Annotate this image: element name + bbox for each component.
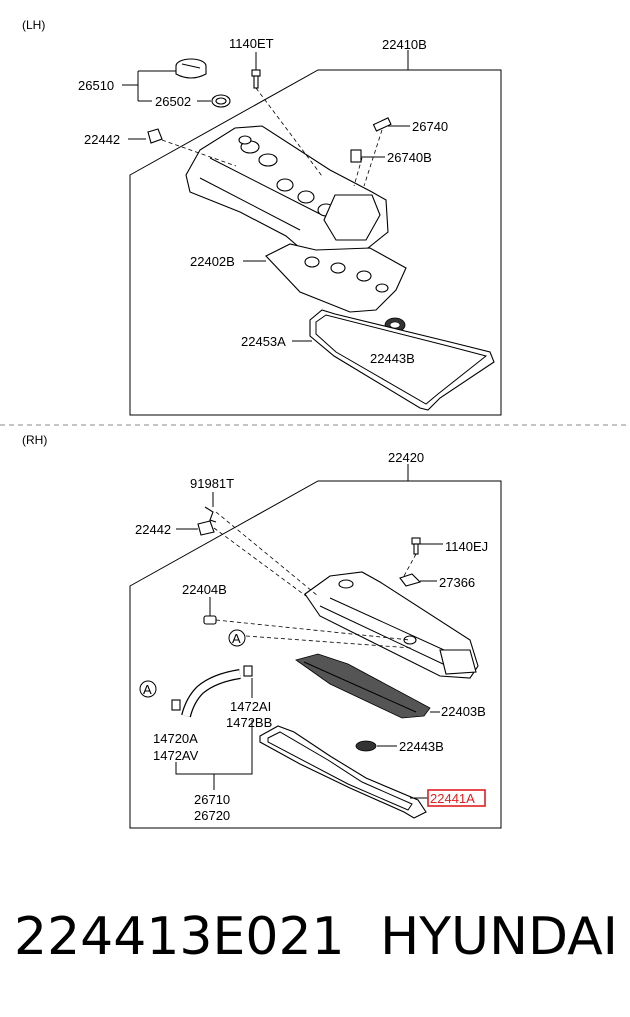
bracket-27366: [399, 573, 437, 587]
gasket-22441A: [259, 725, 428, 819]
grommet-22404B: [203, 597, 217, 625]
label-1472AI: 1472AI: [230, 699, 271, 714]
label-27366: 27366: [439, 575, 475, 590]
gasket-22402B: [265, 243, 407, 313]
valve-cover-lh: [185, 125, 389, 259]
label-1140EJ: 1140EJ: [445, 539, 488, 554]
label-26502: 26502: [155, 94, 191, 109]
bolt-1140ET: [251, 52, 261, 89]
gasket-22403B: [295, 653, 440, 719]
oil-filler-cap: [175, 58, 207, 79]
label-1472AV: 1472AV: [153, 748, 199, 763]
parts-diagram: (LH): [0, 18, 630, 829]
callout-a-lower: A: [139, 680, 157, 698]
svg-text:A: A: [143, 682, 152, 697]
label-22404B: 22404B: [182, 582, 227, 597]
label-22403B: 22403B: [441, 704, 486, 719]
label-91981T: 91981T: [190, 476, 234, 491]
bolt-1140EJ: [411, 537, 443, 555]
caption-part-number: 224413E021: [14, 907, 345, 967]
label-26740: 26740: [412, 119, 448, 134]
plug-22442: [147, 128, 163, 144]
seal-22443B-rh: [355, 740, 397, 752]
rh-frame: [129, 480, 502, 829]
label-26710: 26710: [194, 792, 230, 807]
label-22441A: 22441A: [430, 791, 475, 806]
section-label-rh: (RH): [22, 433, 47, 447]
callout-a-upper: A: [228, 629, 246, 647]
label-22453A: 22453A: [241, 334, 286, 349]
label-22443B-lh: 22443B: [370, 351, 415, 366]
label-22402B: 22402B: [190, 254, 235, 269]
bracket-26710: [175, 720, 253, 790]
svg-text:A: A: [232, 631, 241, 646]
caption-brand: HYUNDAI: [380, 907, 618, 967]
breather-hose: [171, 665, 253, 718]
label-22443B-rh: 22443B: [399, 739, 444, 754]
section-label-lh: (LH): [22, 18, 45, 32]
plug-22442-rh: [197, 520, 215, 536]
label-22420: 22420: [388, 450, 424, 465]
highlight-box-22441A: [427, 789, 486, 807]
lh-frame: [129, 69, 502, 416]
bracket-26510: [122, 70, 176, 102]
gasket-22453A: [309, 309, 495, 411]
label-14720A: 14720A: [153, 731, 198, 746]
clip-91981T: [204, 492, 217, 523]
label-26720: 26720: [194, 808, 230, 823]
label-22442-rh: 22442: [135, 522, 171, 537]
valve-cover-rh: [304, 571, 479, 679]
grommet-26740B: [350, 149, 385, 163]
label-1472BB: 1472BB: [226, 715, 272, 730]
caption-bar: 224413E021 HYUNDAI: [14, 902, 618, 972]
label-1140ET: 1140ET: [229, 36, 274, 51]
label-22410B: 22410B: [382, 37, 427, 52]
label-22442-lh: 22442: [84, 132, 120, 147]
sensor-26740: [372, 117, 410, 132]
cap-seal-ring: [211, 94, 231, 108]
label-26740B: 26740B: [387, 150, 432, 165]
label-26510: 26510: [78, 78, 114, 93]
